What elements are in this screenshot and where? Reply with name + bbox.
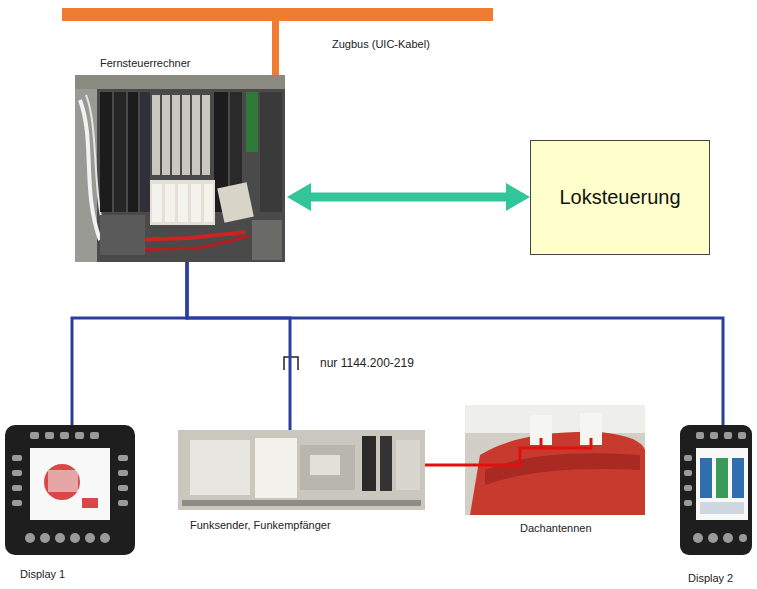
double-arrow [287, 183, 530, 211]
arrow-head [287, 183, 311, 211]
computer-rack-photo [75, 75, 285, 262]
roof-antenna: Dachantennen [465, 405, 645, 537]
box-label: Loksteuerung [559, 186, 680, 209]
display-1-photo [5, 425, 135, 555]
computer-unit: Fernsteuerrechner [75, 56, 287, 262]
wire [187, 262, 723, 425]
train-bus-bar [62, 8, 493, 21]
radio-unit: Funksender, Funkempfänger [178, 430, 425, 535]
arrow-head [506, 183, 530, 211]
radio-unit-photo [178, 430, 425, 510]
wire [425, 465, 465, 466]
part-caption: Funksender, Funkempfänger [190, 519, 331, 532]
part-caption: Display 2 [688, 572, 733, 585]
connector-line [72, 262, 187, 425]
bus-label: Zugbus (UIC-Kabel) [332, 38, 430, 51]
train-bus-drop [272, 20, 279, 76]
wire [187, 262, 290, 430]
wire [72, 262, 187, 425]
edge-label: nur 1144.200-219 [318, 356, 416, 370]
connector-line [425, 464, 465, 467]
connector-line [187, 262, 723, 425]
connector-line [187, 262, 290, 430]
roof-antenna-photo [465, 405, 645, 515]
connector-line [309, 193, 508, 202]
part-caption: Dachantennen [520, 522, 592, 535]
display-2-photo [680, 425, 752, 555]
part-caption: Display 1 [20, 568, 65, 581]
control-box: Loksteuerung [530, 140, 710, 255]
display-unit: Display 1 [5, 425, 140, 585]
display-unit: Display 2 [680, 425, 752, 587]
part-caption: Fernsteuerrechner [100, 57, 191, 70]
